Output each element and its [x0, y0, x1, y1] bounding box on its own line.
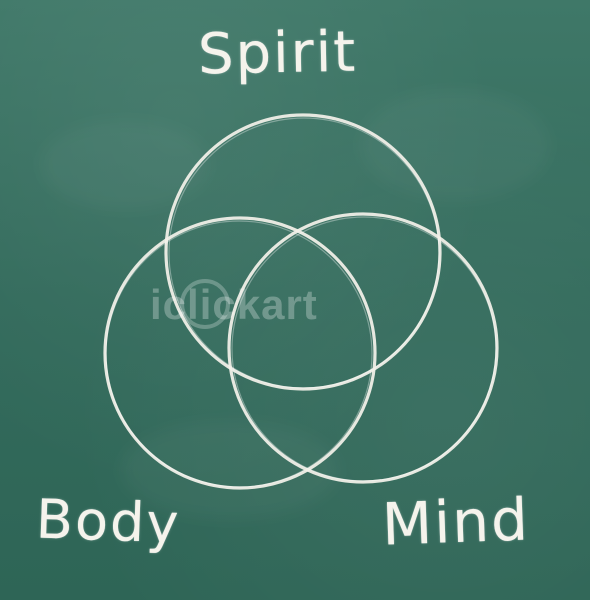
copyright-icon: [180, 279, 230, 329]
spirit-circle: [164, 113, 442, 391]
mind-circle: [227, 212, 499, 484]
body-label: Body: [34, 487, 182, 556]
watermark-text: iclickart: [150, 281, 318, 328]
watermark: iclickart: [150, 270, 450, 340]
spirit-label: Spirit: [197, 19, 358, 88]
body-circle: [103, 216, 377, 490]
mind-label: Mind: [380, 485, 531, 559]
